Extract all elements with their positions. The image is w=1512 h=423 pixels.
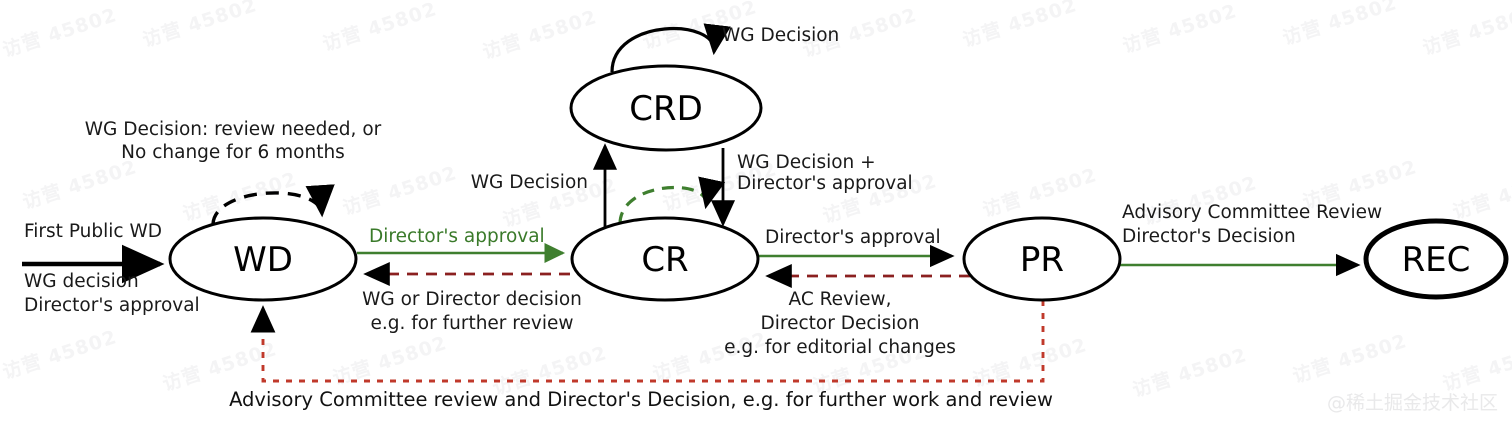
label-wd-loop-line1: WG Decision: review needed, or (85, 119, 382, 140)
label-wg-decision-entry: WG decision (24, 271, 139, 292)
node-rec[interactable]: REC (1363, 218, 1509, 300)
label-pr-cr-line1: AC Review, (788, 289, 891, 310)
node-cr-shape[interactable] (570, 216, 760, 302)
edge-wd-self-loop: WG Decision: review needed, or No change… (85, 119, 382, 225)
label-pr-cr-line2: Director Decision (761, 313, 920, 334)
node-wd-shape[interactable] (168, 216, 358, 302)
label-cr-crd-wg-decision: WG Decision (471, 172, 588, 193)
edge-pr-to-wd-feedback: Advisory Committee review and Director's… (229, 300, 1053, 411)
corner-watermark: @稀土掘金技术社区 (1326, 392, 1498, 414)
crd-self-loop-arc (610, 23, 731, 73)
node-crd[interactable]: CRD (569, 64, 763, 152)
cr-self-loop-arc (618, 176, 726, 225)
edge-crd-self-loop: WG Decision (610, 23, 839, 73)
node-crd-shape[interactable] (569, 64, 763, 152)
label-crd-cr-line1: WG Decision + (737, 152, 876, 173)
node-wd[interactable]: WD (168, 216, 358, 302)
label-wd-cr-directors-approval: Director's approval (369, 226, 545, 247)
edge-cr-to-pr: Director's approval (757, 227, 955, 268)
label-wd-loop-line2: No change for 6 months (121, 142, 345, 163)
edge-cr-self-loop (618, 176, 726, 225)
label-cr-pr-directors-approval: Director's approval (765, 227, 941, 248)
label-pr-rec-line1: Advisory Committee Review (1122, 202, 1382, 223)
node-rec-label: REC (1402, 240, 1471, 280)
label-directors-approval-entry: Director's approval (24, 295, 200, 316)
node-pr[interactable]: PR (962, 216, 1122, 302)
node-cr-label: CR (641, 240, 688, 280)
label-first-public-wd: First Public WD (24, 221, 162, 242)
node-wd-label: WD (233, 240, 293, 280)
edge-cr-to-crd: WG Decision (471, 143, 618, 232)
label-crd-loop-wg-decision: WG Decision (722, 25, 839, 46)
node-pr-label: PR (1020, 240, 1064, 280)
label-bottom-caption: Advisory Committee review and Director's… (229, 388, 1053, 411)
node-pr-shape[interactable] (962, 216, 1122, 302)
node-crd-label: CRD (629, 89, 703, 129)
node-rec-shape[interactable] (1363, 218, 1509, 300)
edge-wd-to-cr: Director's approval (357, 226, 566, 264)
label-crd-cr-line2: Director's approval (737, 173, 913, 194)
wd-self-loop-arc (211, 184, 335, 225)
edge-entry-to-wd: First Public WD WG decision Director's a… (22, 221, 200, 316)
label-cr-wd-line1: WG or Director decision (362, 289, 582, 310)
edge-pr-to-cr: AC Review, Director Decision e.g. for ed… (724, 263, 970, 358)
label-pr-cr-line3: e.g. for editorial changes (724, 337, 956, 358)
label-cr-wd-line2: e.g. for further review (371, 313, 574, 334)
node-cr[interactable]: CR (570, 216, 760, 302)
edge-pr-to-rec: Advisory Committee Review Director's Dec… (1120, 202, 1382, 277)
edge-cr-to-wd: WG or Director decision e.g. for further… (362, 261, 582, 334)
feedback-dotted-path (250, 300, 1045, 383)
label-pr-rec-line2: Director's Decision (1122, 226, 1296, 247)
edge-crd-to-cr: WG Decision + Director's approval (710, 148, 913, 227)
